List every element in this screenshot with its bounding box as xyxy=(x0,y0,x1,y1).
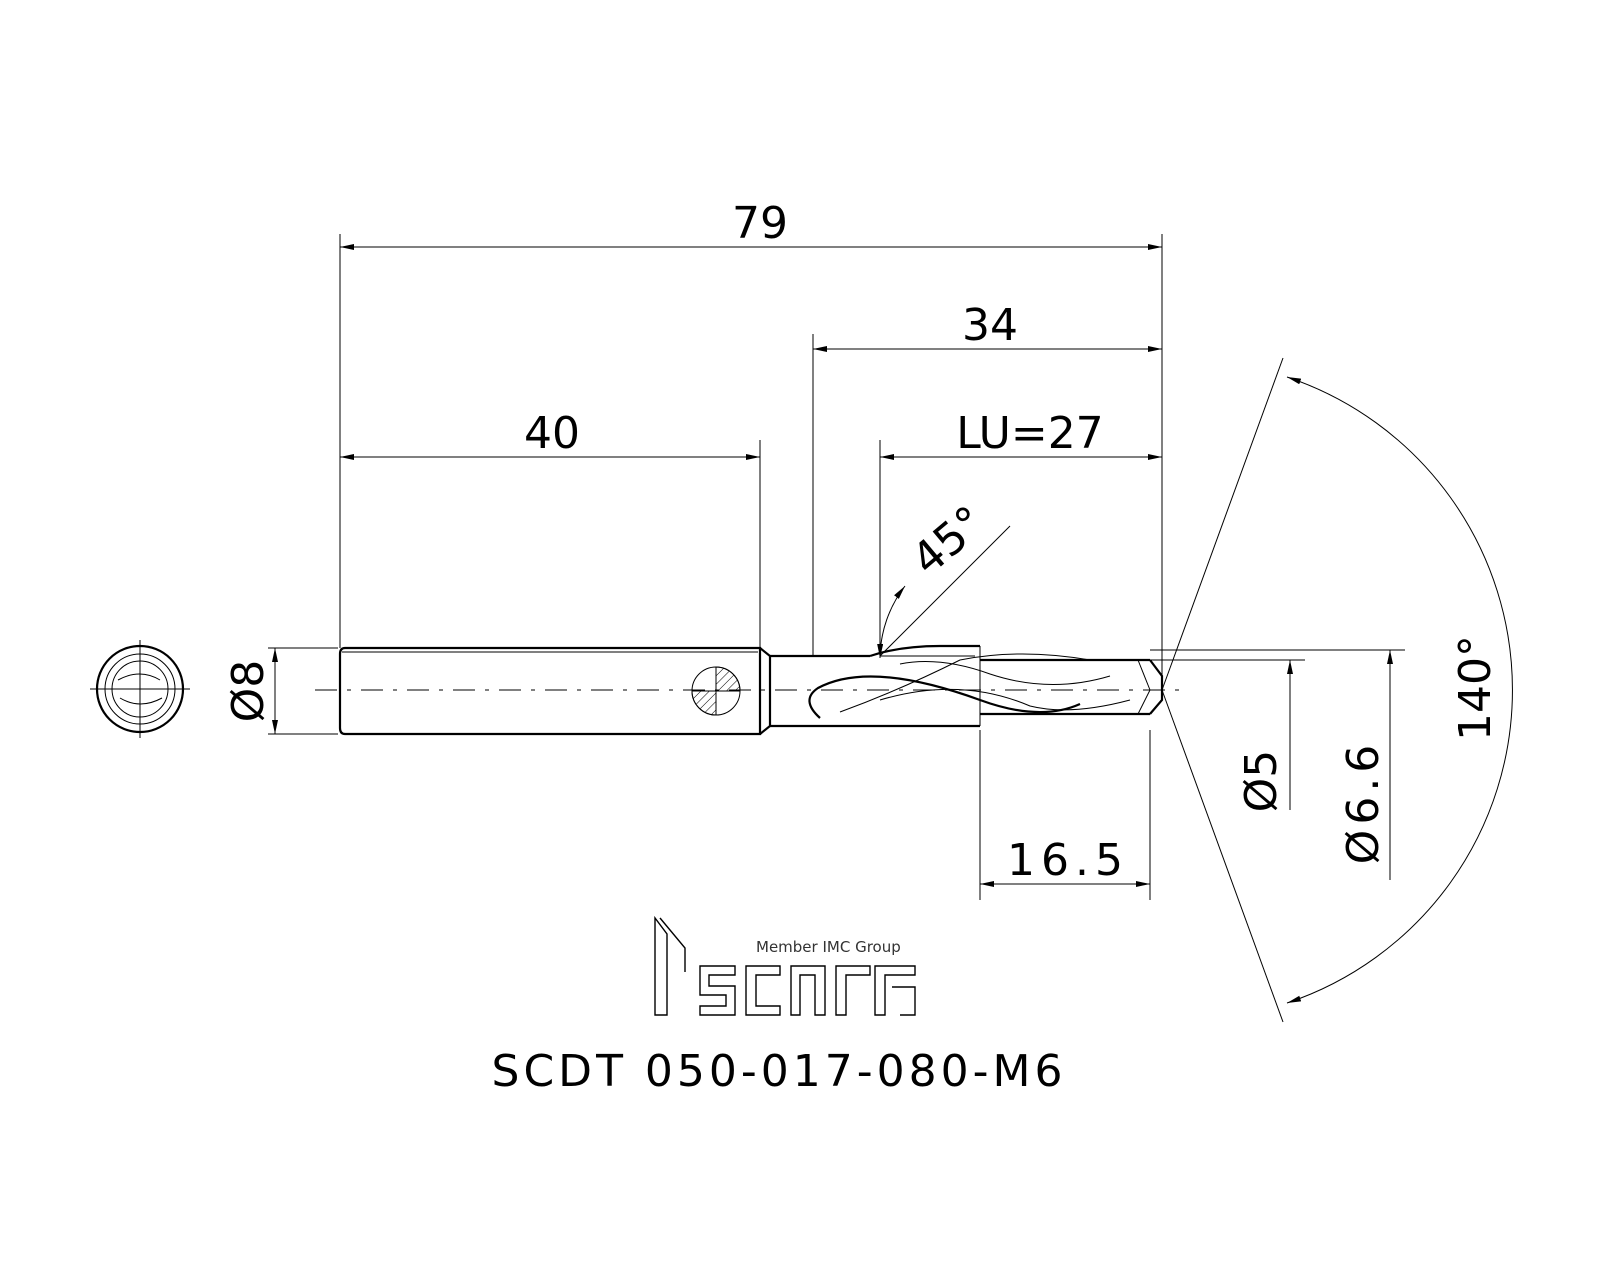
step-diameter-label: Ø6.6 xyxy=(1338,740,1389,865)
chamfer-angle-label: 45° xyxy=(902,496,995,585)
usable-length-label: LU=27 xyxy=(956,408,1103,459)
shank-length-label: 40 xyxy=(524,408,580,459)
overall-length-label: 79 xyxy=(732,198,788,249)
extension-lines xyxy=(268,234,1405,900)
iscar-logo: Member IMC Group xyxy=(654,915,916,1016)
end-view xyxy=(90,640,190,738)
drill-diameter-label: Ø5 xyxy=(1236,750,1287,813)
point-angle-label: 140° xyxy=(1450,635,1501,741)
shank-diameter-label: Ø8 xyxy=(223,660,274,723)
part-number: SCDT 050-017-080-M6 xyxy=(492,1046,1067,1097)
flute-length-label: 34 xyxy=(962,300,1018,351)
step-length-label: 16.5 xyxy=(1007,835,1129,886)
brand-tagline: Member IMC Group xyxy=(756,938,901,956)
point-angle-annotation xyxy=(1161,357,1513,1023)
chamfer-angle-annotation xyxy=(877,525,1011,659)
dimension-lines xyxy=(272,244,1393,887)
